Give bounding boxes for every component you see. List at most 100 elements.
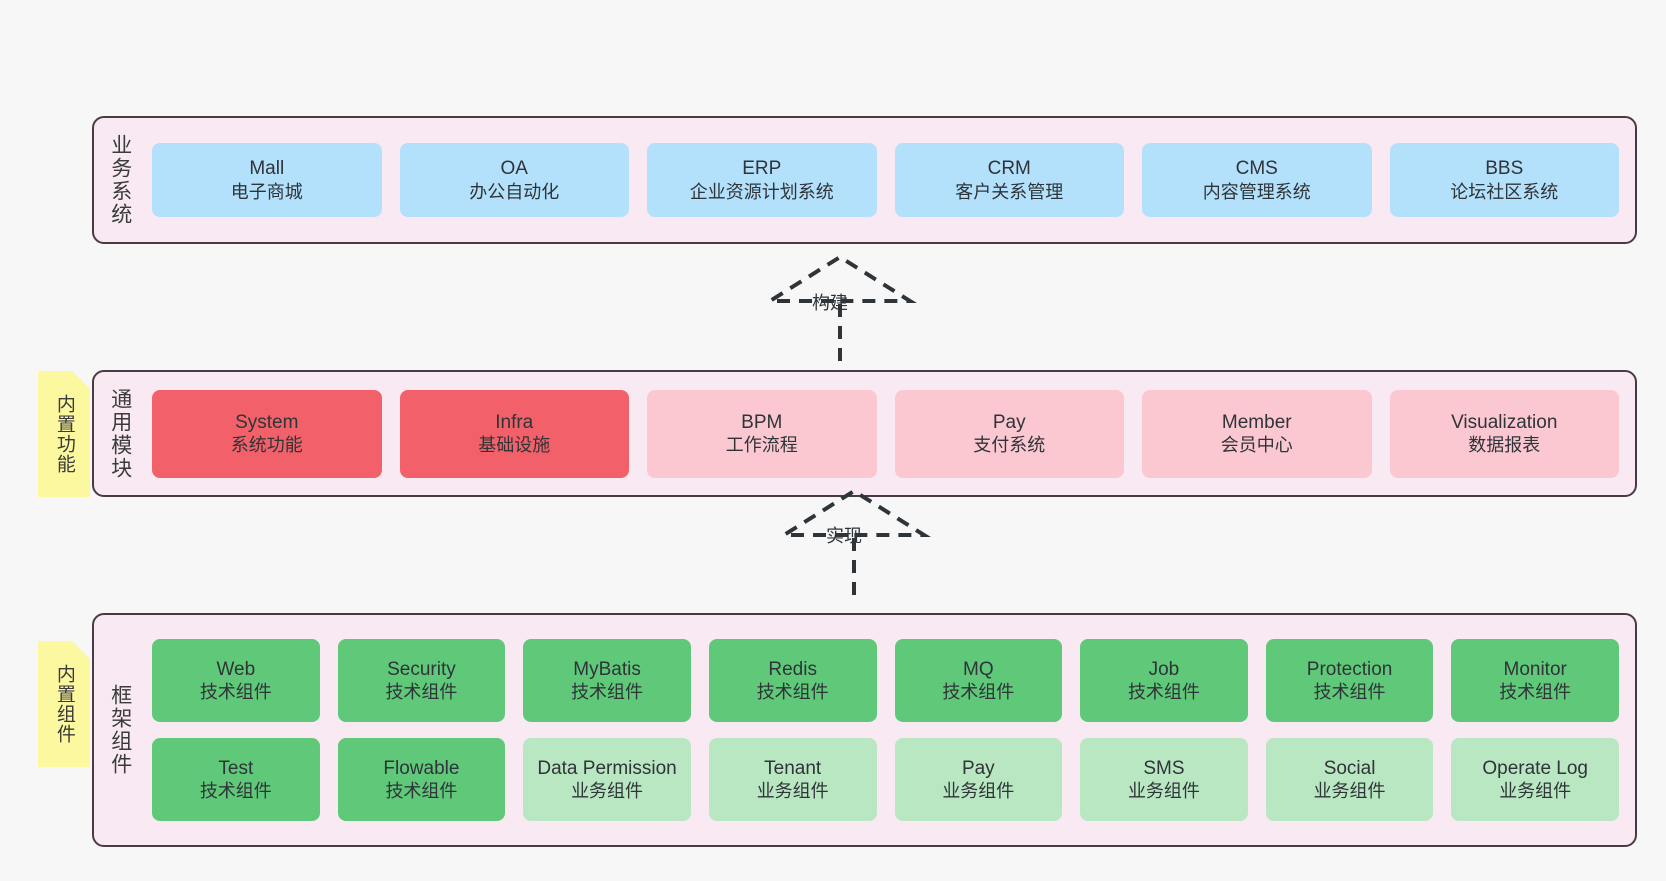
card-title-cn: 技术组件 (199, 682, 272, 703)
card-title-cn: 技术组件 (942, 682, 1015, 703)
card-tenant[interactable]: Tenant 业务组件 (708, 738, 877, 821)
card-title-cn: 技术组件 (1499, 682, 1572, 703)
card-crm[interactable]: CRM 客户关系管理 (894, 143, 1124, 217)
card-title-cn: 业务组件 (756, 781, 829, 802)
card-test[interactable]: Test 技术组件 (152, 738, 320, 821)
card-operate-log[interactable]: Operate Log 业务组件 (1451, 738, 1619, 821)
card-title-cn: 论坛社区系统 (1450, 181, 1559, 202)
card-title-en: Flowable (383, 757, 460, 779)
connector-implement-arrow (777, 488, 931, 595)
card-title-en: CRM (987, 158, 1031, 180)
card-title-cn: 业务组件 (1499, 781, 1572, 802)
card-title-cn: 技术组件 (1127, 682, 1200, 703)
card-title-cn: 系统功能 (230, 435, 303, 456)
card-pay-component[interactable]: Pay 业务组件 (894, 738, 1063, 821)
card-title-en: Social (1323, 757, 1376, 779)
card-title-en: Security (387, 658, 456, 680)
card-member[interactable]: Member 会员中心 (1142, 389, 1372, 478)
card-visualization[interactable]: Visualization 数据报表 (1389, 389, 1619, 478)
card-title-en: BPM (741, 411, 783, 433)
card-mq[interactable]: MQ 技术组件 (894, 639, 1063, 722)
card-sms[interactable]: SMS 业务组件 (1080, 738, 1248, 821)
card-title-cn: 业务组件 (1313, 781, 1386, 802)
note-fold-icon (72, 371, 90, 389)
card-title-cn: 会员中心 (1220, 435, 1293, 456)
card-title-en: Pay (992, 411, 1026, 433)
card-row: System 系统功能 Infra 基础设施 BPM 工作流程 Pay 支付系统… (152, 389, 1619, 478)
card-title-cn: 支付系统 (973, 435, 1046, 456)
layer-body-common: System 系统功能 Infra 基础设施 BPM 工作流程 Pay 支付系统… (146, 372, 1635, 495)
card-bbs[interactable]: BBS 论坛社区系统 (1389, 143, 1619, 217)
card-bpm[interactable]: BPM 工作流程 (647, 389, 877, 478)
card-title-cn: 电子商城 (230, 181, 303, 202)
card-title-en: Pay (961, 757, 995, 779)
card-title-en: Operate Log (1482, 757, 1588, 779)
card-title-en: Test (218, 757, 254, 779)
card-title-en: OA (500, 158, 528, 180)
card-system[interactable]: System 系统功能 (152, 389, 382, 478)
card-title-cn: 数据报表 (1468, 435, 1541, 456)
card-title-cn: 客户关系管理 (955, 181, 1064, 202)
card-title-cn: 办公自动化 (469, 181, 560, 202)
card-oa[interactable]: OA 办公自动化 (399, 143, 629, 217)
layer-body-frame: Web 技术组件 Security 技术组件 MyBatis 技术组件 Redi… (146, 615, 1635, 845)
card-title-cn: 技术组件 (571, 682, 644, 703)
note-fold-icon (72, 641, 90, 659)
card-title-en: System (235, 411, 299, 433)
layer-title-frame: 框架组件 (108, 684, 132, 776)
card-erp[interactable]: ERP 企业资源计划系统 (647, 143, 877, 217)
card-title-cn: 业务组件 (571, 781, 644, 802)
card-redis[interactable]: Redis 技术组件 (708, 639, 877, 722)
card-title-en: BBS (1485, 158, 1524, 180)
note-builtin-components: 内置组件 (38, 641, 90, 767)
card-web[interactable]: Web 技术组件 (152, 639, 320, 722)
card-title-cn: 企业资源计划系统 (689, 181, 834, 202)
card-title-cn: 内容管理系统 (1202, 181, 1311, 202)
card-flowable[interactable]: Flowable 技术组件 (337, 738, 506, 821)
card-title-en: Monitor (1503, 658, 1567, 680)
connector-label-implement: 实现 (826, 526, 862, 546)
layer-common-modules: 通用模块 System 系统功能 Infra 基础设施 BPM 工作流程 Pay… (92, 370, 1637, 497)
note-label: 内置组件 (53, 664, 75, 744)
layer-title-business: 业务系统 (108, 134, 132, 226)
card-title-en: SMS (1143, 757, 1185, 779)
card-title-en: Tenant (764, 757, 822, 779)
card-cms[interactable]: CMS 内容管理系统 (1142, 143, 1372, 217)
card-row: Web 技术组件 Security 技术组件 MyBatis 技术组件 Redi… (152, 639, 1619, 722)
card-mall[interactable]: Mall 电子商城 (152, 143, 382, 217)
card-title-en: Protection (1306, 658, 1393, 680)
card-title-cn: 业务组件 (1127, 781, 1200, 802)
card-title-en: Mall (249, 158, 285, 180)
card-job[interactable]: Job 技术组件 (1080, 639, 1248, 722)
card-title-cn: 技术组件 (385, 781, 458, 802)
card-pay-module[interactable]: Pay 支付系统 (894, 389, 1124, 478)
layer-framework-components: 框架组件 Web 技术组件 Security 技术组件 MyBatis 技术组件… (92, 613, 1637, 847)
card-title-cn: 基础设施 (478, 435, 551, 456)
note-builtin-functions: 内置功能 (38, 371, 90, 497)
connector-label-build: 构建 (812, 293, 848, 313)
card-data-permission[interactable]: Data Permission 业务组件 (523, 738, 691, 821)
card-row: Test 技术组件 Flowable 技术组件 Data Permission … (152, 738, 1619, 821)
layer-title-common: 通用模块 (108, 387, 132, 480)
card-social[interactable]: Social 业务组件 (1265, 738, 1434, 821)
card-protection[interactable]: Protection 技术组件 (1265, 639, 1434, 722)
card-title-en: Visualization (1451, 411, 1558, 433)
card-row: Mall 电子商城 OA 办公自动化 ERP 企业资源计划系统 CRM 客户关系… (152, 143, 1619, 217)
card-title-cn: 业务组件 (942, 781, 1015, 802)
card-security[interactable]: Security 技术组件 (337, 639, 506, 722)
card-title-cn: 技术组件 (199, 781, 272, 802)
card-title-en: Data Permission (537, 757, 677, 779)
card-monitor[interactable]: Monitor 技术组件 (1451, 639, 1619, 722)
note-label: 内置功能 (53, 394, 75, 474)
card-title-cn: 技术组件 (385, 682, 458, 703)
card-mybatis[interactable]: MyBatis 技术组件 (523, 639, 691, 722)
card-infra[interactable]: Infra 基础设施 (399, 389, 629, 478)
layer-body-business: Mall 电子商城 OA 办公自动化 ERP 企业资源计划系统 CRM 客户关系… (146, 118, 1635, 242)
card-title-en: Member (1221, 411, 1292, 433)
layer-business-systems: 业务系统 Mall 电子商城 OA 办公自动化 ERP 企业资源计划系统 CRM… (92, 116, 1637, 244)
card-title-cn: 工作流程 (725, 435, 798, 456)
card-title-cn: 技术组件 (1313, 682, 1386, 703)
card-title-en: Infra (495, 411, 534, 433)
card-title-en: ERP (742, 158, 782, 180)
